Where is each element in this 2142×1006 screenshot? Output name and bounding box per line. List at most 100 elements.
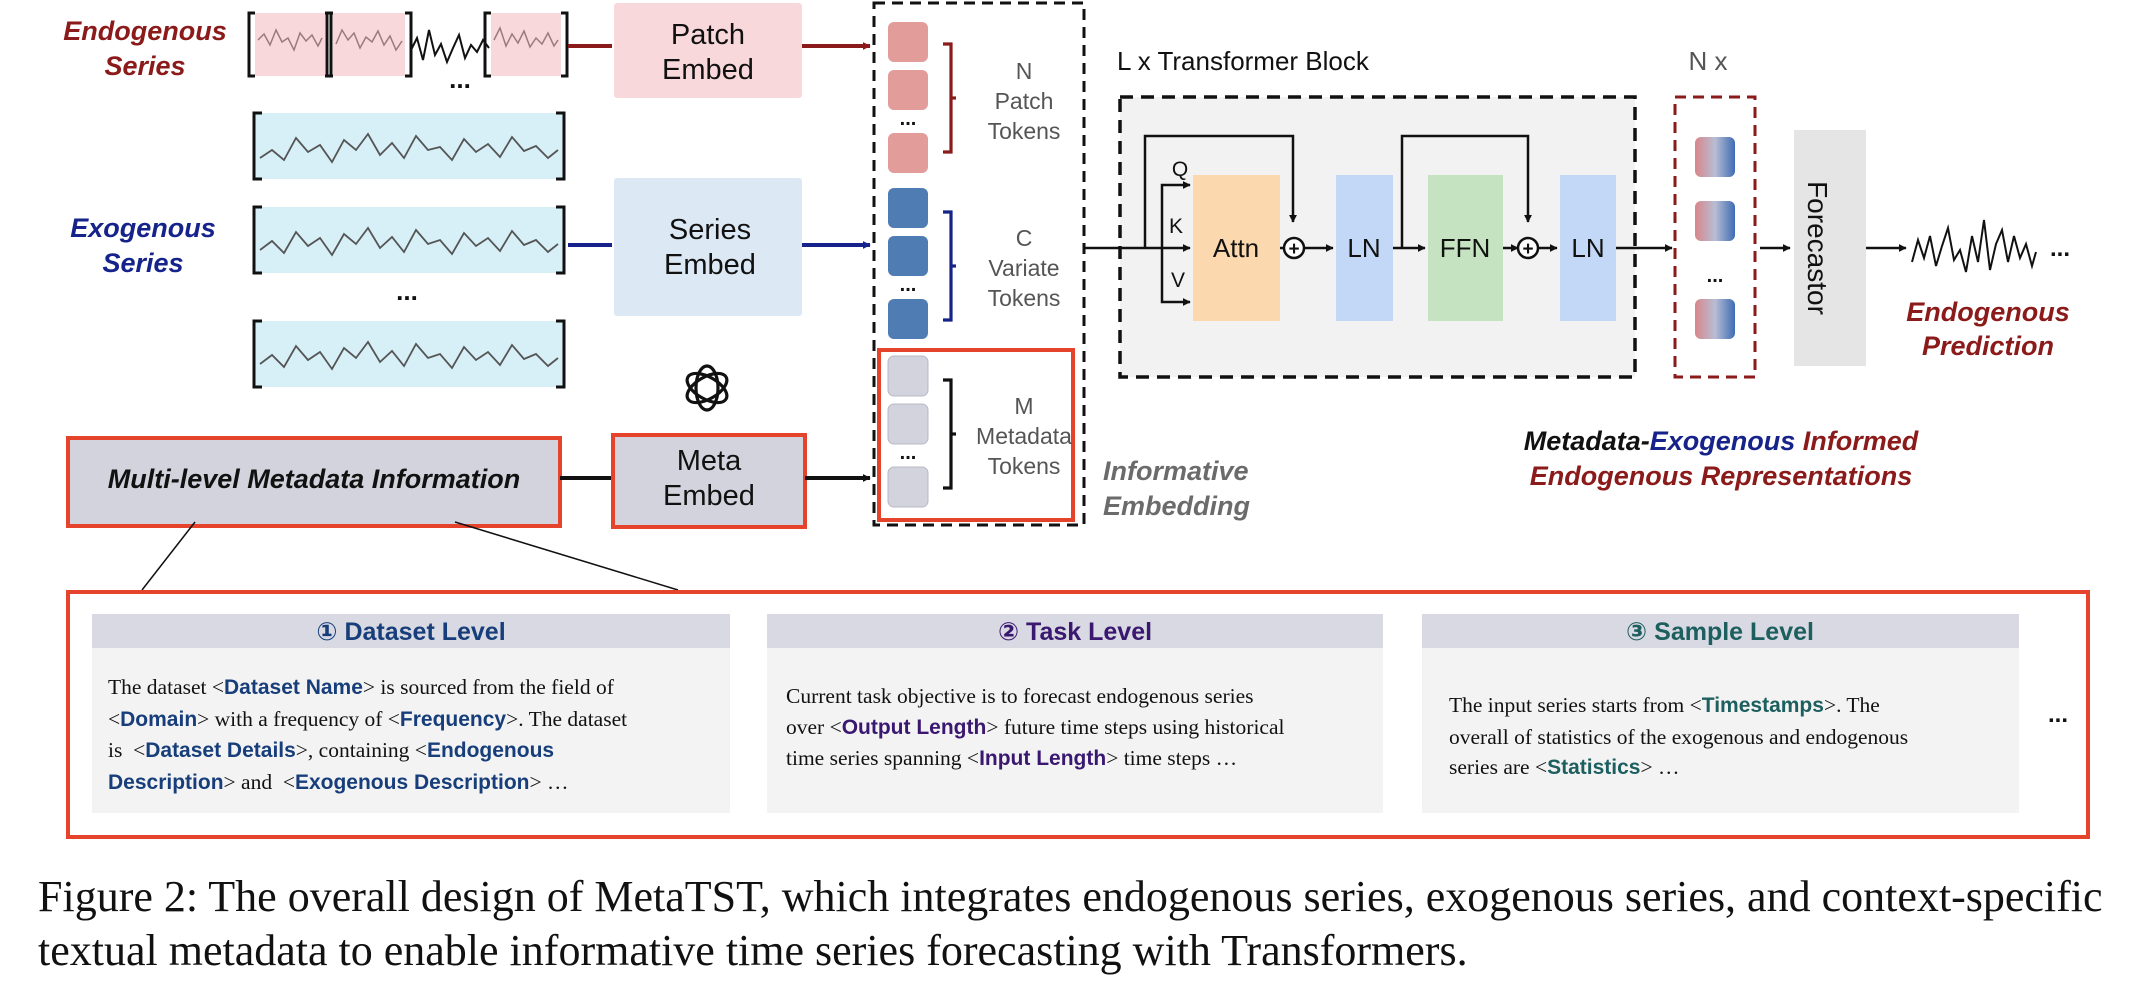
svg-text:C: C [1016,225,1033,251]
level-text: > with a frequency of < [197,706,400,731]
metadata-placeholder: Exogenous Description [294,770,530,794]
svg-text:Informative: Informative [1103,456,1249,486]
level-text: > and < [223,769,295,794]
svg-text:+: + [1288,239,1299,260]
svg-text:Tokens: Tokens [988,118,1061,144]
layer-norm-2: LN [1560,175,1616,321]
metadata-placeholder: Input Length [979,747,1107,770]
level-text: >, containing < [295,738,427,762]
svg-text:Embed: Embed [663,480,755,512]
metadata-tokens: ... [887,355,956,508]
level-text-line: over <Output Length> future time steps u… [786,712,1376,744]
zoom-connector-lines [141,521,679,591]
ffn-block: FFN [1428,175,1503,321]
endogenous-series: ... [247,11,569,94]
svg-text:Endogenous Representations: Endogenous Representations [1530,461,1913,491]
metadata-placeholder: Statistics [1547,756,1641,779]
metadata-info-box: Multi-level Metadata Information [66,436,562,528]
svg-text:+: + [1522,239,1533,260]
meta-embed-box: Meta Embed [611,433,807,529]
svg-text:...: ... [2050,235,2070,262]
task-level-text: Current task objective is to forecast en… [786,681,1376,775]
svg-text:Endogenous: Endogenous [1906,297,2070,327]
metadata-token-highlight [877,348,1075,522]
svg-text:Tokens: Tokens [988,453,1061,479]
token-labels: N Patch Tokens C Variate Tokens M Metada… [976,58,1072,479]
metadata-placeholder: Dataset Name [224,676,363,699]
level-text: < [108,706,121,731]
svg-text:Series: Series [102,248,183,278]
metadata-placeholder: Endogenous [426,739,555,762]
svg-text:Embed: Embed [664,249,756,281]
n-times-label: N x [1689,46,1728,76]
svg-text:Embedding: Embedding [1103,491,1251,521]
svg-text:Series: Series [669,214,751,246]
svg-text:Q: Q [1172,158,1188,181]
level-text: Current task objective is to forecast en… [786,684,1254,708]
level-text-line: <Domain> with a frequency of <Frequency>… [108,704,723,736]
metadata-placeholder: Dataset Details [145,739,296,762]
residual-add-1: + [1282,236,1306,260]
level-text-line: series are <Statistics> … [1449,752,2014,784]
level-text: The dataset < [108,675,224,699]
representation-tokens: ... [1695,137,1735,339]
attention-block: Attn [1193,175,1280,321]
more-levels-ellipsis: ... [2048,701,2068,728]
svg-text:...: ... [1707,265,1724,287]
transformer-internals [1085,134,1558,306]
svg-text:① Dataset Level: ① Dataset Level [316,618,505,646]
svg-text:Prediction: Prediction [1922,331,2054,361]
svg-text:Embed: Embed [662,54,754,86]
level-text: series are < [1449,755,1548,779]
metadata-placeholder: Description [108,770,224,794]
svg-text:LN: LN [1571,233,1604,263]
svg-text:...: ... [900,108,917,130]
openai-logo-icon [685,364,729,412]
embed-arrows [560,42,871,482]
svg-text:Series: Series [104,51,185,81]
svg-text:M: M [1014,393,1033,419]
svg-text:② Task Level: ② Task Level [998,618,1152,646]
level-text: The input series starts from < [1449,693,1702,717]
svg-text:K: K [1169,215,1183,238]
figure-caption: Figure 2: The overall design of MetaTST,… [38,872,2103,975]
svg-text:Meta: Meta [677,445,742,477]
informative-embedding-label: Informative Embedding [1103,456,1251,521]
svg-text:Forecastor: Forecastor [1802,181,1833,315]
level-text: time series spanning < [786,746,980,770]
svg-text:Variate: Variate [988,255,1059,281]
svg-text:Metadata: Metadata [976,423,1072,449]
level-text: > … [1640,755,1680,779]
level-text-line: Description> and <Exogenous Description>… [108,767,723,799]
level-text: > future time steps using historical [986,714,1285,739]
level-text-line: Current task objective is to forecast en… [786,681,1376,712]
level-text: >. The [1823,693,1880,717]
informative-embedding-box [872,1,1086,527]
metadata-placeholder: Output Length [841,715,987,739]
svg-text:N: N [1016,58,1033,84]
level-text: over < [786,714,842,739]
residual-add-2: + [1516,236,1540,260]
svg-text:③ Sample Level: ③ Sample Level [1626,618,1814,646]
level-text: >. The dataset [506,706,628,731]
task-level-card: ② Task Level [767,614,1383,813]
qkv-labels: Q K V [1169,158,1188,292]
svg-text:Patch: Patch [671,19,745,51]
svg-text:FFN: FFN [1440,233,1491,263]
metadata-placeholder: Frequency [399,707,507,731]
endogenous-label: Endogenous Series [63,16,227,81]
level-text-line: overall of statistics of the exogenous a… [1449,722,2014,753]
forecastor-block: Forecastor [1794,130,1866,366]
svg-text:LN: LN [1347,233,1380,263]
representation-caption: Metadata-Exogenous Informed Endogenous R… [1524,426,1919,491]
svg-text:Patch: Patch [995,88,1054,114]
series-embed-box: Series Embed [614,178,802,316]
level-text: > is sourced from the field of [362,675,614,699]
svg-text:Multi-level Metadata Informati: Multi-level Metadata Information [108,464,521,494]
svg-text:...: ... [900,274,917,296]
metadata-placeholder: Timestamps [1701,694,1824,717]
patch-embed-box: Patch Embed [614,3,802,98]
level-text-line: is <Dataset Details>, containing <Endoge… [108,735,723,767]
svg-text:Endogenous: Endogenous [63,16,227,46]
endogenous-prediction-label: Endogenous Prediction [1906,297,2070,361]
